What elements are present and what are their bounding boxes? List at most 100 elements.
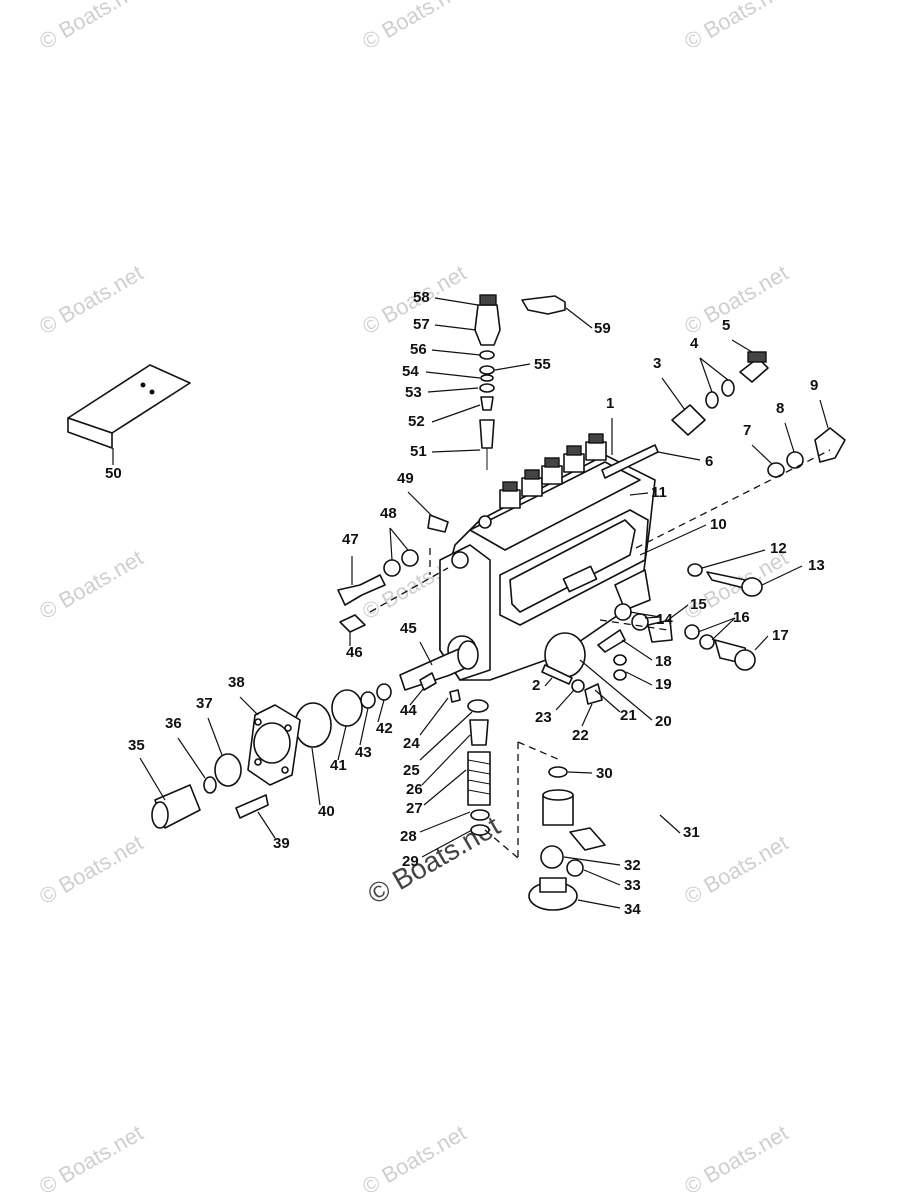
watermark-text: © Boats.net — [358, 0, 470, 54]
leader-line — [421, 734, 471, 786]
drive-gear-stack — [331, 672, 437, 727]
callout-47: 47 — [342, 531, 359, 548]
leader-line — [644, 616, 661, 619]
callout-55: 55 — [534, 356, 551, 373]
leader-line — [667, 604, 689, 621]
leader-line — [701, 549, 766, 569]
leader-line — [699, 357, 729, 381]
callout-14: 14 — [656, 611, 673, 628]
leader-line — [563, 856, 621, 866]
callout-32: 32 — [624, 857, 641, 874]
callout-57: 57 — [413, 316, 430, 333]
leader-line — [434, 297, 479, 306]
leader-line — [754, 635, 769, 651]
callout-44: 44 — [400, 702, 417, 719]
callout-1: 1 — [606, 395, 614, 412]
leader-line — [659, 814, 681, 834]
callout-36: 36 — [165, 715, 182, 732]
callout-10: 10 — [710, 516, 727, 533]
callout-4: 4 — [690, 335, 699, 352]
callout-39: 39 — [273, 835, 290, 852]
leader-line — [594, 689, 621, 713]
callout-49: 49 — [397, 470, 414, 487]
leader-line — [621, 639, 653, 661]
callout-24: 24 — [403, 735, 420, 752]
leader-line — [407, 491, 433, 517]
callout-17: 17 — [772, 627, 789, 644]
callout-56: 56 — [410, 341, 427, 358]
callout-3: 3 — [653, 355, 661, 372]
leader-line — [419, 697, 449, 736]
watermark-text: © Boats.net — [35, 260, 147, 339]
watermark-text: © Boats.net — [680, 260, 792, 339]
callout-18: 18 — [655, 653, 672, 670]
plunger-stack — [449, 689, 491, 836]
callout-35: 35 — [128, 737, 145, 754]
leader-line — [434, 324, 477, 331]
leader-line — [565, 307, 593, 329]
bracket-59 — [521, 295, 566, 315]
callout-23: 23 — [535, 709, 552, 726]
leader-line — [389, 527, 409, 551]
callout-7: 7 — [743, 422, 751, 439]
leader-line — [431, 449, 481, 453]
watermark-text: © Boats.net — [35, 0, 147, 54]
leader-line — [711, 617, 736, 641]
callout-16: 16 — [733, 609, 750, 626]
leader-line — [555, 689, 575, 711]
leader-line — [257, 811, 276, 839]
tappet-stack — [528, 766, 606, 911]
watermark-text: © Boats.net — [35, 545, 147, 624]
nut-9 — [814, 427, 846, 463]
leader-line — [337, 725, 347, 761]
callout-53: 53 — [405, 384, 422, 401]
callout-8: 8 — [776, 400, 784, 417]
callout-6: 6 — [705, 453, 713, 470]
leader-line — [427, 387, 479, 393]
leader-line — [567, 771, 593, 774]
callout-38: 38 — [228, 674, 245, 691]
callout-50: 50 — [105, 465, 122, 482]
leader-line — [359, 707, 369, 746]
callout-9: 9 — [810, 377, 818, 394]
callout-28: 28 — [400, 828, 417, 845]
leader-line — [177, 737, 206, 779]
callout-12: 12 — [770, 540, 787, 557]
watermark-text: © Boats.net — [680, 0, 792, 54]
callout-labels: 1234567891011121314151617181920212223242… — [105, 289, 825, 918]
callout-25: 25 — [403, 762, 420, 779]
leader-line — [423, 769, 467, 806]
leader-line — [639, 524, 707, 556]
leader-line — [699, 357, 713, 393]
o-ring-40 — [294, 702, 332, 748]
callout-20: 20 — [655, 713, 672, 730]
callout-13: 13 — [808, 557, 825, 574]
watermark-text: © Boats.net — [35, 1120, 147, 1199]
alignment-lines — [369, 449, 831, 859]
leader-line — [409, 687, 425, 706]
leader-line — [579, 659, 653, 721]
callout-51: 51 — [410, 443, 427, 460]
leader-lines — [112, 297, 829, 909]
callout-30: 30 — [596, 765, 613, 782]
leader-line — [751, 444, 773, 465]
leader-line — [577, 899, 621, 909]
leader-line — [494, 363, 531, 371]
callout-27: 27 — [406, 800, 423, 817]
leader-line — [419, 811, 471, 833]
flange-38 — [247, 704, 301, 786]
leader-line — [431, 404, 481, 423]
leader-line — [419, 641, 433, 666]
leader-line — [421, 829, 473, 858]
callout-59: 59 — [594, 320, 611, 337]
delivery-valve-holders — [499, 433, 607, 509]
leader-line — [419, 711, 473, 761]
leader-line — [425, 371, 481, 379]
callout-31: 31 — [683, 824, 700, 841]
leader-line — [629, 492, 649, 496]
watermark-layer: © Boats.net © Boats.net © Boats.net © Boats… — [35, 0, 792, 1199]
leader-line — [139, 757, 166, 801]
callout-58: 58 — [413, 289, 430, 306]
leader-line — [697, 617, 736, 633]
